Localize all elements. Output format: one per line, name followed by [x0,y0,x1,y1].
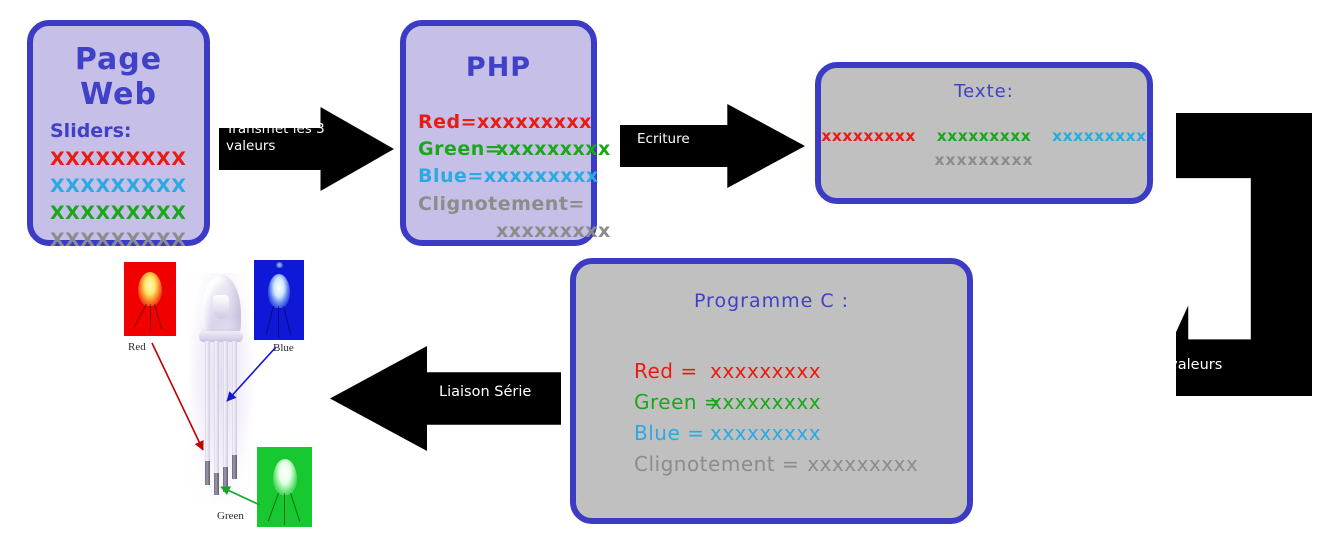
texte-title: Texte: [954,81,1014,102]
programme-c-label-red: Red = [634,359,698,383]
led-arrow-green [220,486,261,506]
programme-c-label-blue: Blue = [634,421,705,445]
php-label-green: Green= [418,138,502,160]
php-title: PHP [465,52,532,83]
programme-c-value-clignotement: xxxxxxxxx [807,452,919,476]
arrow-liaison-serie-label: Liaison Série [439,384,532,400]
php-value-blue: xxxxxxxxx [483,165,599,187]
arrow-recuperation-label: Récupération des valeurs envoyées [1038,357,1223,390]
led-inner-cup [213,295,229,319]
programme-c-row-green: Green = xxxxxxxxx [634,387,967,418]
box-texte: Texte: xxxxxxxxx xxxxxxxxx xxxxxxxxx xxx… [815,62,1153,204]
programme-c-label-green: Green = [634,390,722,414]
led-pin-2 [214,341,219,473]
page-web-row-red: XXXXXXXXX [50,148,187,170]
page-web-row-blue: XXXXXXXXX [50,175,187,197]
led-caption-blue: Blue [273,342,294,354]
led-caption-red: Red [128,341,146,353]
led-pin-1 [205,341,210,461]
arrow-recuperation [1176,113,1312,396]
php-row-green: Green= xxxxxxxxx [418,136,610,163]
led-flange [199,331,243,342]
box-page-web: Page Web Sliders: XXXXXXXXX XXXXXXXXX XX… [27,20,210,251]
led-pin-tip-1 [205,461,210,485]
led-thumb-red [124,262,176,336]
programme-c-row-clignotement: Clignotement = xxxxxxxxx [634,449,967,480]
page-web-row-green: XXXXXXXXX [50,202,187,224]
page-web-row-gray: XXXXXXXXX [50,229,187,251]
led-arrow-blue [226,346,277,402]
led-thumb-red-glow [138,272,162,306]
arrow-transmet-label: Transmet les 3 valeurs [226,121,325,154]
led-pin-tip-3 [223,467,228,492]
php-row-blue: Blue= xxxxxxxxx [418,163,598,190]
led-thumb-blue-spark [276,262,283,268]
led-pin-3 [223,341,228,467]
led-illustration: Red Blue Green [110,255,325,540]
programme-c-value-blue: xxxxxxxxx [710,421,822,445]
led-pin-tip-4 [232,455,237,479]
led-caption-green: Green [217,510,244,522]
led-thumb-blue-leg-2 [278,306,279,338]
texte-value-clignotement: xxxxxxxxx [934,151,1034,169]
programme-c-row-red: Red = xxxxxxxxx [634,356,967,387]
php-value-clignotement: xxxxxxxxx [496,220,611,242]
texte-row-1: xxxxxxxxx xxxxxxxxx xxxxxxxxx [821,127,1147,145]
php-label-blue: Blue= [418,165,484,187]
led-thumb-green-glow [273,459,297,495]
arrow-ecriture-label: Ecriture [637,131,690,147]
texte-value-red: xxxxxxxxx [821,127,916,145]
programme-c-value-red: xxxxxxxxx [710,359,822,383]
led-annotation-arrows [151,342,277,506]
led-thumb-blue-glow [268,274,290,308]
programme-c-value-green: xxxxxxxxx [710,390,822,414]
box-programme-c: Programme C : Red = xxxxxxxxx Green = xx… [570,258,973,524]
led-thumb-green-leg-2 [284,493,285,525]
programme-c-title: Programme C : [693,290,850,312]
page-web-subtitle: Sliders: [50,120,132,142]
page-web-title: Page Web [74,42,163,112]
php-label-red: Red= [418,111,478,133]
led-thumb-green [257,447,312,527]
led-pin-tip-2 [214,473,219,495]
php-row-red: Red= xxxxxxxxx [418,109,591,136]
programme-c-label-clignotement: Clignotement = [634,452,800,476]
php-value-green: xxxxxxxxx [496,138,611,160]
php-value-red: xxxxxxxxx [477,111,592,133]
texte-value-blue: xxxxxxxxx [1052,127,1147,145]
led-thumb-blue [254,260,304,340]
led-arrow-red [151,342,204,451]
box-php: PHP Red= xxxxxxxxx Green= xxxxxxxxx Blue… [400,20,611,246]
led-thumb-red-leg-2 [150,304,151,332]
texte-value-green: xxxxxxxxx [936,127,1032,145]
programme-c-row-blue: Blue = xxxxxxxxx [634,418,967,449]
php-label-clignotement: Clignotement= [418,193,585,215]
